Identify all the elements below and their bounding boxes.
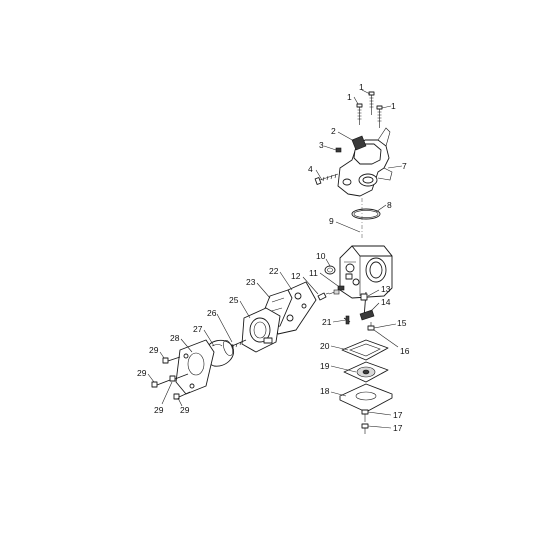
part-12-spring: [317, 289, 340, 301]
gasket-20: [341, 339, 389, 361]
screw-1-center: [368, 91, 375, 115]
throttle-bracket: [337, 127, 393, 197]
label-part-13: 13: [381, 284, 391, 294]
label-part-1b: 1: [347, 92, 352, 102]
label-part-16: 16: [400, 346, 410, 356]
screw-29-b: [151, 379, 171, 388]
label-part-10: 10: [316, 251, 326, 261]
carburetor-body: [339, 245, 393, 299]
part-14-lever: [359, 309, 375, 321]
label-part-25: 25: [229, 295, 239, 305]
label-part-4: 4: [308, 164, 313, 174]
label-part-12: 12: [291, 271, 301, 281]
label-part-26: 26: [207, 308, 217, 318]
label-part-17a: 17: [393, 410, 403, 420]
label-part-11: 11: [309, 268, 318, 278]
pump-body-25: [241, 307, 281, 353]
screw-17-lower: [361, 423, 369, 434]
cover-18: [339, 383, 393, 413]
label-part-29d: 29: [180, 405, 190, 415]
label-part-17b: 17: [393, 423, 403, 433]
part-11-pin: [337, 285, 345, 291]
label-part-2: 2: [331, 126, 336, 136]
screw-17-upper: [361, 409, 369, 422]
part-3-nut: [335, 147, 342, 153]
label-part-1c: 1: [391, 101, 396, 111]
screw-29-c: [169, 373, 189, 382]
label-part-27: 27: [193, 324, 203, 334]
label-part-28: 28: [170, 333, 180, 343]
part-16-screw: [367, 322, 375, 331]
label-part-29c: 29: [154, 405, 164, 415]
label-part-8: 8: [387, 200, 392, 210]
label-part-21: 21: [322, 317, 332, 327]
label-part-29b: 29: [137, 368, 147, 378]
screw-1-right: [376, 105, 383, 128]
label-part-3: 3: [319, 140, 324, 150]
screw-4: [314, 173, 339, 185]
label-part-19: 19: [320, 361, 330, 371]
gasket-ring-8: [351, 208, 381, 220]
label-part-18: 18: [320, 386, 330, 396]
leader-lines: [147, 89, 403, 429]
label-part-14: 14: [381, 297, 391, 307]
diaphragm-19: [343, 361, 389, 383]
part-10-fitting: [324, 265, 336, 275]
label-part-22: 22: [269, 266, 279, 276]
screw-1-left: [356, 103, 363, 125]
retainer-plate-28: [175, 339, 215, 395]
screw-29-d: [173, 391, 191, 400]
part-2-lever: [351, 135, 367, 151]
label-part-9: 9: [329, 216, 334, 226]
label-part-29a: 29: [149, 345, 159, 355]
label-part-23: 23: [246, 277, 256, 287]
label-part-7: 7: [402, 161, 407, 171]
screw-29-a: [162, 356, 181, 364]
label-part-15: 15: [397, 318, 407, 328]
label-part-20: 20: [320, 341, 330, 351]
label-part-1a: 1: [359, 82, 364, 92]
